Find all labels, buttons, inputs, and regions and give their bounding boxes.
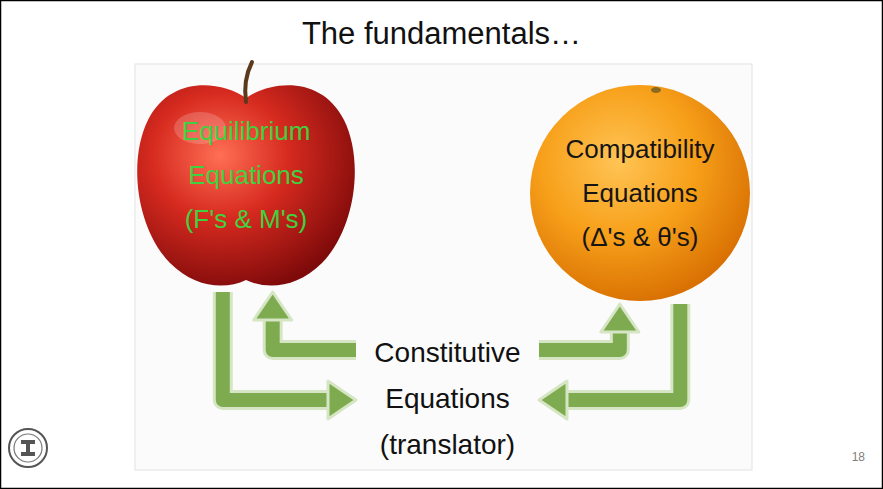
- apple-body: [137, 85, 355, 285]
- arrow-head: [254, 292, 292, 320]
- logo-beam: [21, 440, 35, 456]
- society-logo: [9, 429, 47, 467]
- logo-ring: [9, 429, 47, 467]
- apple-node: Equilibrium Equations (F's & M's): [130, 58, 362, 292]
- logo-inner-ring: [14, 434, 42, 462]
- translator-node: Constitutive Equations (translator): [356, 326, 539, 472]
- orange-navel: [651, 87, 661, 93]
- page-number: 18: [852, 450, 865, 464]
- node-text: Constitutive Equations (translator): [370, 330, 525, 468]
- translation-arrow: [539, 304, 680, 419]
- apple-stem: [245, 62, 252, 102]
- node-text: Equilibrium Equations (F's & M's): [178, 109, 315, 241]
- arrow-head: [601, 304, 639, 332]
- arrow-head: [328, 381, 356, 419]
- orange-body: [530, 85, 750, 301]
- translation-arrow: [223, 292, 356, 419]
- arrow-head: [539, 381, 567, 419]
- slide-title: The fundamentals…: [0, 16, 883, 52]
- translation-arrow: [254, 292, 356, 350]
- translation-arrow: [539, 304, 639, 350]
- picture-panel: [135, 64, 752, 470]
- orange-node: Compatibility Equations (Δ's & θ's): [528, 82, 752, 304]
- node-text: Compatibility Equations (Δ's & θ's): [562, 127, 719, 259]
